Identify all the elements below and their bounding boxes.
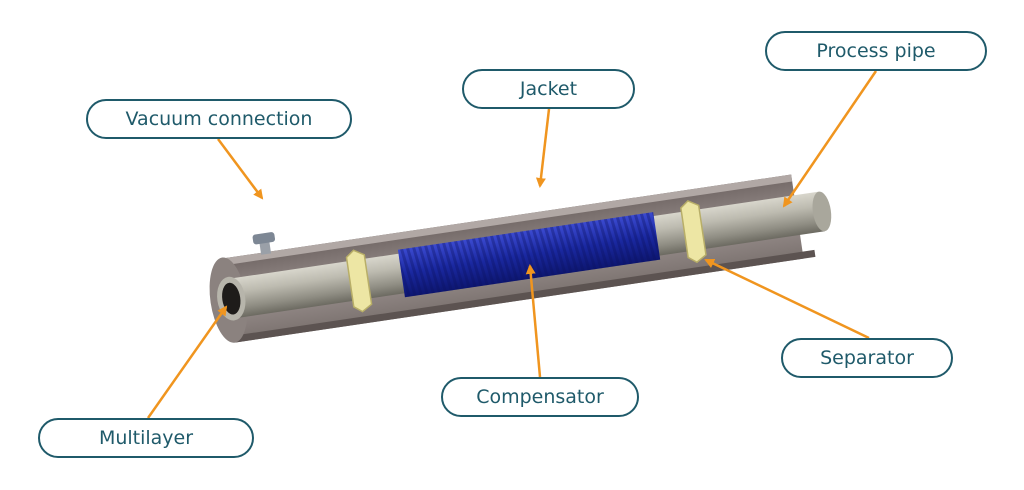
separator-right: [680, 200, 707, 264]
arrow-process-pipe: [782, 70, 878, 208]
jacket-bottom-lip: [233, 249, 816, 343]
arrow-jacket: [535, 108, 551, 188]
vacuum-connection-label: Vacuum connection: [86, 99, 352, 139]
arrow-multilayer: [146, 305, 228, 419]
jacket-label: Jacket: [462, 69, 635, 109]
leader-arrows: [146, 70, 878, 419]
separator-left: [345, 249, 373, 313]
jacket-top-edge: [222, 174, 793, 266]
vacuum-connection-cap: [252, 232, 276, 245]
arrow-compensator: [525, 264, 542, 378]
arrow-separator: [704, 258, 870, 340]
process-pipe-label: Process pipe: [765, 31, 987, 71]
arrow-vacuum-connection: [216, 138, 264, 200]
multilayer-label: Multilayer: [38, 418, 254, 458]
process-pipe-right-end: [812, 191, 832, 232]
separator-label: Separator: [781, 338, 953, 378]
compensator-label: Compensator: [441, 377, 639, 417]
compensator-ribs: [397, 212, 661, 298]
